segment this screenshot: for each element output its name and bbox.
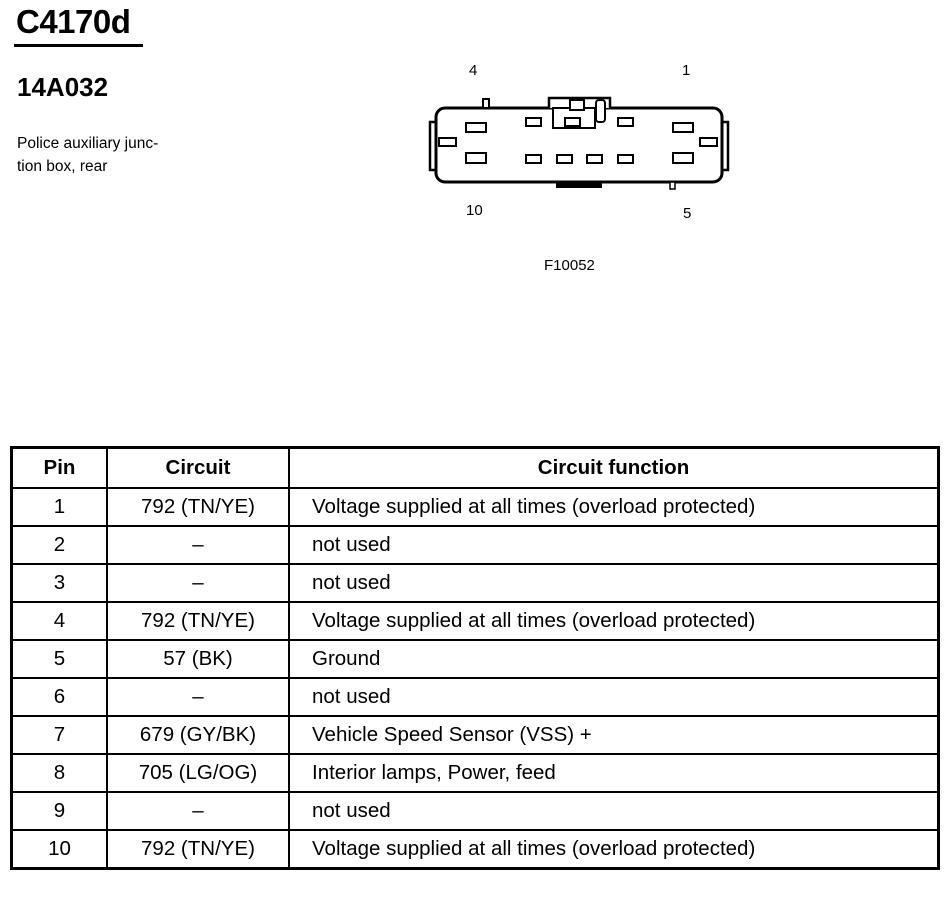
table-row: 8 705 (LG/OG) Interior lamps, Power, fee… bbox=[10, 753, 940, 793]
pin-cell: 5 bbox=[10, 639, 108, 679]
pin-cell: 10 bbox=[10, 829, 108, 870]
function-cell: not used bbox=[288, 563, 940, 603]
table-row: 3 – not used bbox=[10, 563, 940, 603]
header-pin: Pin bbox=[10, 446, 108, 489]
header-circuit: Circuit bbox=[106, 446, 290, 489]
table-row: 7 679 (GY/BK) Vehicle Speed Sensor (VSS)… bbox=[10, 715, 940, 755]
circuit-cell: – bbox=[106, 677, 290, 717]
pin-label-1: 1 bbox=[682, 62, 691, 79]
circuit-cell: 792 (TN/YE) bbox=[106, 829, 290, 870]
table-row: 10 792 (TN/YE) Voltage supplied at all t… bbox=[10, 829, 940, 870]
function-cell: not used bbox=[288, 791, 940, 831]
description-line-2: tion box, rear bbox=[17, 158, 108, 175]
title-underline bbox=[14, 44, 143, 47]
function-cell: Voltage supplied at all times (overload … bbox=[288, 487, 940, 527]
table-row: 9 – not used bbox=[10, 791, 940, 831]
circuit-cell: – bbox=[106, 525, 290, 565]
circuit-cell: 792 (TN/YE) bbox=[106, 487, 290, 527]
table-row: 1 792 (TN/YE) Voltage supplied at all ti… bbox=[10, 487, 940, 527]
pin-table: Pin Circuit Circuit function 1 792 (TN/Y… bbox=[10, 446, 940, 870]
header-circuit-function: Circuit function bbox=[288, 446, 940, 489]
table-row: 6 – not used bbox=[10, 677, 940, 717]
pin-label-4: 4 bbox=[469, 62, 478, 79]
pin-cell: 6 bbox=[10, 677, 108, 717]
connector-id-title: C4170d bbox=[16, 3, 131, 40]
description-line-1: Police auxiliary junc- bbox=[17, 135, 159, 152]
circuit-cell: 57 (BK) bbox=[106, 639, 290, 679]
table-header-row: Pin Circuit Circuit function bbox=[10, 446, 940, 489]
table-row: 2 – not used bbox=[10, 525, 940, 565]
function-cell: Ground bbox=[288, 639, 940, 679]
pin-cell: 7 bbox=[10, 715, 108, 755]
table-row: 5 57 (BK) Ground bbox=[10, 639, 940, 679]
part-number: 14A032 bbox=[17, 72, 109, 102]
circuit-cell: 679 (GY/BK) bbox=[106, 715, 290, 755]
function-cell: Voltage supplied at all times (overload … bbox=[288, 829, 940, 870]
circuit-cell: 705 (LG/OG) bbox=[106, 753, 290, 793]
connector-face-diagram bbox=[428, 96, 730, 190]
pin-cell: 9 bbox=[10, 791, 108, 831]
pin-label-5: 5 bbox=[683, 205, 692, 222]
pin-cell: 1 bbox=[10, 487, 108, 527]
table-row: 4 792 (TN/YE) Voltage supplied at all ti… bbox=[10, 601, 940, 641]
pin-cell: 4 bbox=[10, 601, 108, 641]
pin-cell: 2 bbox=[10, 525, 108, 565]
function-cell: Voltage supplied at all times (overload … bbox=[288, 601, 940, 641]
circuit-cell: – bbox=[106, 563, 290, 603]
function-cell: Vehicle Speed Sensor (VSS) + bbox=[288, 715, 940, 755]
figure-reference: F10052 bbox=[544, 257, 595, 274]
function-cell: not used bbox=[288, 677, 940, 717]
circuit-cell: 792 (TN/YE) bbox=[106, 601, 290, 641]
pin-label-10: 10 bbox=[466, 202, 483, 219]
connector-description: Police auxiliary junc- tion box, rear bbox=[17, 132, 207, 178]
circuit-cell: – bbox=[106, 791, 290, 831]
function-cell: Interior lamps, Power, feed bbox=[288, 753, 940, 793]
function-cell: not used bbox=[288, 525, 940, 565]
pin-cell: 8 bbox=[10, 753, 108, 793]
pin-cell: 3 bbox=[10, 563, 108, 603]
